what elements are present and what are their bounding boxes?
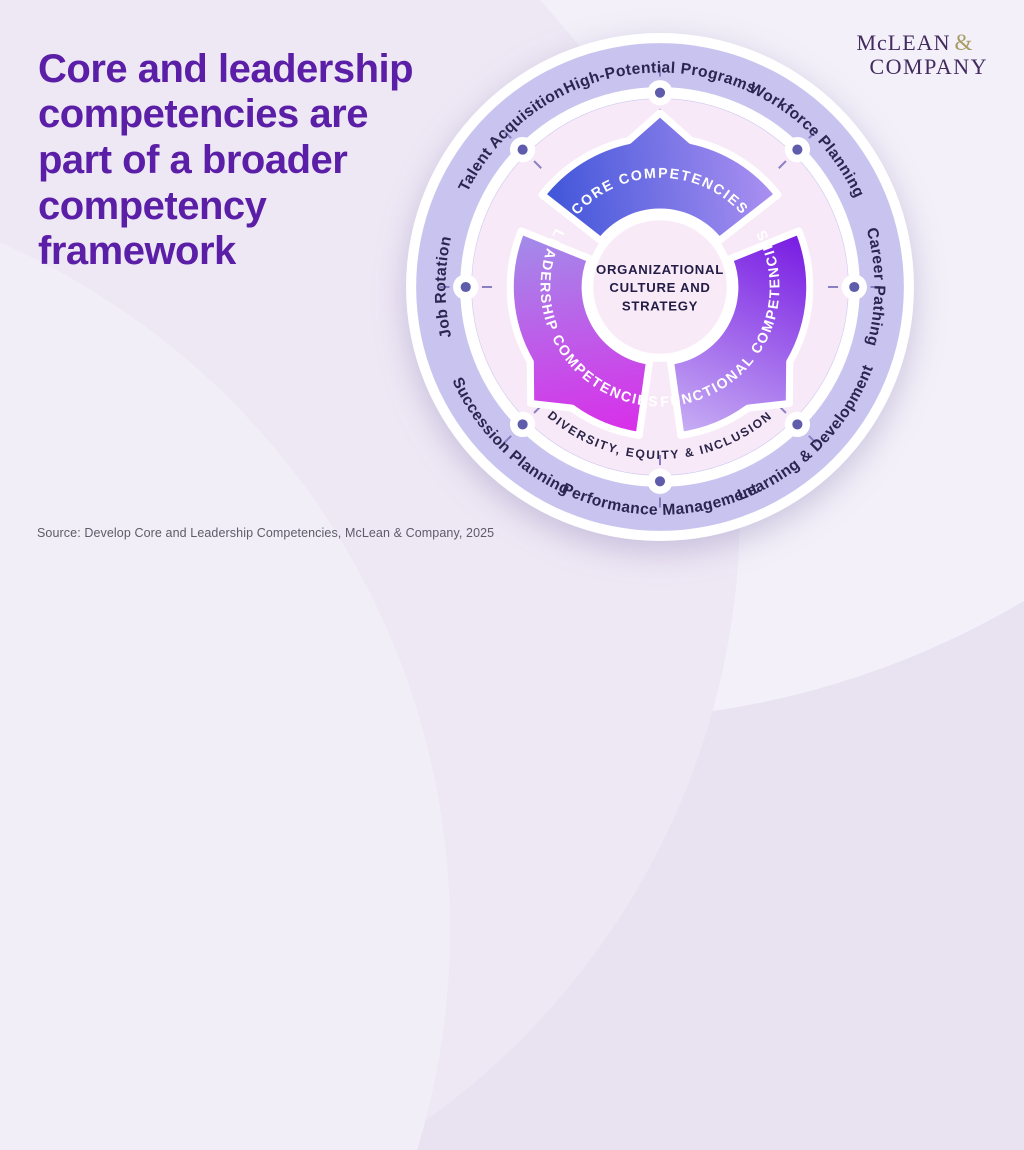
title-line: Core and leadership [38, 46, 414, 91]
logo-ampersand: & [954, 30, 974, 55]
node-marker [827, 274, 881, 300]
node-marker [647, 66, 673, 120]
node-marker [503, 130, 542, 169]
node-marker [778, 130, 817, 169]
node-marker [647, 454, 673, 508]
title-line: part of a broader [38, 137, 348, 182]
title-line: competencies are [38, 92, 368, 137]
title-line: competency [38, 183, 267, 228]
node-marker [503, 405, 542, 444]
source-citation: Source: Develop Core and Leadership Comp… [37, 526, 495, 540]
logo-line-2: COMPANY [869, 54, 988, 79]
center-label-line: CULTURE AND [609, 280, 710, 295]
logo-line-1: McLEAN& [856, 30, 988, 56]
competency-wheel: ORGANIZATIONAL CULTURE AND STRATEGY CORE… [405, 32, 915, 547]
slide: { "header": { "title_lines": ["Core and … [0, 0, 1024, 720]
logo-name: McLEAN [856, 30, 951, 55]
outer-label-job-rotation: Job Rotation [432, 234, 455, 339]
page-title: Core and leadership competencies are par… [38, 47, 498, 275]
center-circle [593, 220, 727, 354]
company-logo: McLEAN& COMPANY [856, 30, 988, 80]
node-marker [439, 274, 493, 300]
node-marker [778, 405, 817, 444]
title-line: framework [38, 229, 236, 274]
center-label-line: ORGANIZATIONAL [596, 262, 724, 277]
background-swirl [0, 180, 450, 1150]
center-label-line: STRATEGY [622, 298, 698, 313]
competency-wheel-svg: ORGANIZATIONAL CULTURE AND STRATEGY CORE… [406, 33, 914, 541]
